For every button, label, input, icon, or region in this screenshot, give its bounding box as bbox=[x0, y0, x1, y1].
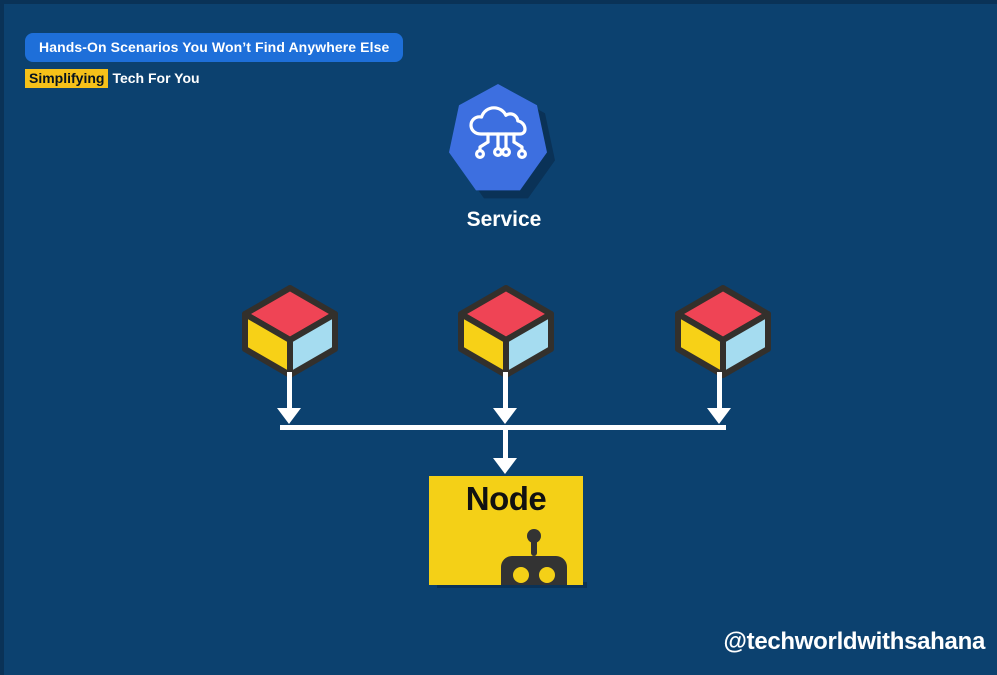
author-handle: @techworldwithsahana bbox=[723, 628, 986, 655]
slide-left-edge bbox=[0, 0, 4, 675]
connector-line-node bbox=[503, 425, 508, 461]
pod-cube-2 bbox=[456, 284, 556, 379]
connector-arrowhead-pod-3 bbox=[707, 408, 731, 424]
service-node: Service bbox=[448, 80, 560, 240]
connector-arrowhead-node bbox=[493, 458, 517, 474]
connector-line-pod-3 bbox=[717, 372, 722, 412]
robot-icon bbox=[497, 524, 571, 585]
pod-cube-1 bbox=[240, 284, 340, 379]
slide-top-edge bbox=[0, 0, 997, 4]
node-box: Node bbox=[429, 476, 583, 585]
node-label: Node bbox=[465, 480, 547, 517]
connector-line-pod-2 bbox=[503, 372, 508, 412]
node-box-shadow bbox=[437, 582, 587, 588]
headline-badge: Hands-On Scenarios You Won’t Find Anywhe… bbox=[25, 33, 404, 62]
connector-arrowhead-pod-1 bbox=[277, 408, 301, 424]
pod-cube-3 bbox=[673, 284, 773, 379]
tagline-rest: Tech For You bbox=[112, 70, 200, 86]
tagline-highlight: Simplifying bbox=[25, 69, 109, 88]
connector-arrowhead-pod-2 bbox=[493, 408, 517, 424]
cloud-network-icon bbox=[466, 102, 530, 169]
connector-line-pod-1 bbox=[287, 372, 292, 412]
service-label: Service bbox=[466, 208, 542, 231]
